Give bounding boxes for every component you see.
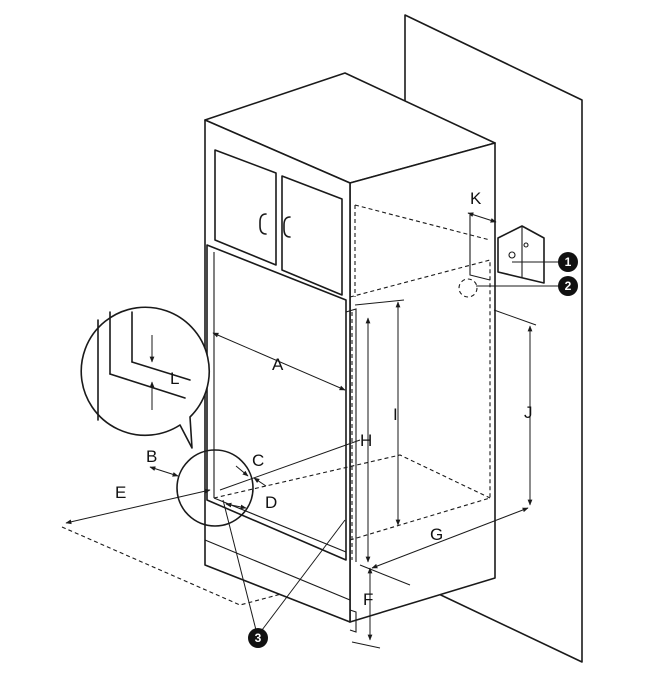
detail-magnifier bbox=[176, 449, 254, 527]
dim-label-l: L bbox=[170, 369, 179, 388]
dim-label-a: A bbox=[272, 355, 284, 374]
upper-door-left bbox=[214, 149, 277, 266]
kickplate-foot bbox=[349, 609, 357, 633]
door-handle-left-icon bbox=[259, 213, 267, 235]
frame-right-edge bbox=[345, 308, 357, 562]
dim-label-e: E bbox=[115, 483, 126, 502]
dim-label-j: J bbox=[524, 403, 533, 422]
zoom-detail-bubble bbox=[80, 306, 210, 449]
door-handle-right-icon bbox=[283, 216, 291, 238]
dim-label-c: C bbox=[252, 451, 264, 470]
water-valve-box bbox=[497, 225, 545, 284]
water-line-marker bbox=[458, 278, 478, 298]
dim-label-i: I bbox=[393, 405, 398, 424]
opening-frame bbox=[206, 244, 347, 561]
dim-label-f: F bbox=[363, 590, 373, 609]
dim-label-k: K bbox=[470, 189, 482, 208]
upper-door-right bbox=[281, 175, 343, 296]
callout-3-text: 3 bbox=[255, 631, 262, 645]
dim-label-g: G bbox=[430, 525, 443, 544]
valve-icon bbox=[508, 251, 516, 259]
kickplate-line bbox=[204, 539, 351, 601]
callout-1-badge bbox=[558, 252, 578, 272]
callout-2-text: 2 bbox=[565, 279, 572, 293]
recess-back-top bbox=[354, 204, 491, 241]
callout-1-text: 1 bbox=[565, 255, 572, 269]
dim-label-d: D bbox=[265, 493, 277, 512]
callout-2-badge bbox=[558, 276, 578, 296]
water-line bbox=[469, 215, 491, 281]
dim-label-b: B bbox=[146, 447, 157, 466]
callout-3-badge bbox=[248, 628, 268, 648]
dim-label-h: H bbox=[360, 431, 372, 450]
